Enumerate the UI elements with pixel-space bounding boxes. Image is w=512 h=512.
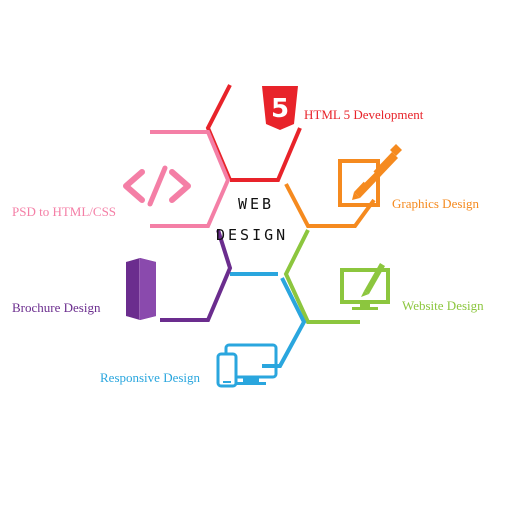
easel-pencil-icon <box>338 144 402 207</box>
folded-brochure-icon <box>126 258 156 320</box>
website-segment <box>283 229 360 324</box>
html5-badge-text: 5 <box>271 94 289 124</box>
devices-icon <box>216 343 278 388</box>
brochure-segment <box>160 229 233 322</box>
psd-segment <box>150 130 231 228</box>
brochure-label: Brochure Design <box>12 300 101 315</box>
html5-shield-icon: 5 <box>262 86 298 130</box>
code-brackets-icon <box>123 165 191 207</box>
graphics-segment <box>284 183 376 228</box>
html5-segment <box>205 84 232 181</box>
center-title-line1: WEB <box>238 195 275 213</box>
center-title-line2: DESIGN <box>216 226 289 244</box>
website-label: Website Design <box>402 298 484 313</box>
monitor-pencil-icon <box>340 263 390 310</box>
html5-label: HTML 5 Development <box>304 107 424 122</box>
graphics-label: Graphics Design <box>392 196 480 211</box>
responsive-segment-right <box>262 277 307 368</box>
psd-label: PSD to HTML/CSS <box>12 204 117 219</box>
responsive-label: Responsive Design <box>100 370 201 385</box>
html5-segment-right <box>230 127 302 182</box>
